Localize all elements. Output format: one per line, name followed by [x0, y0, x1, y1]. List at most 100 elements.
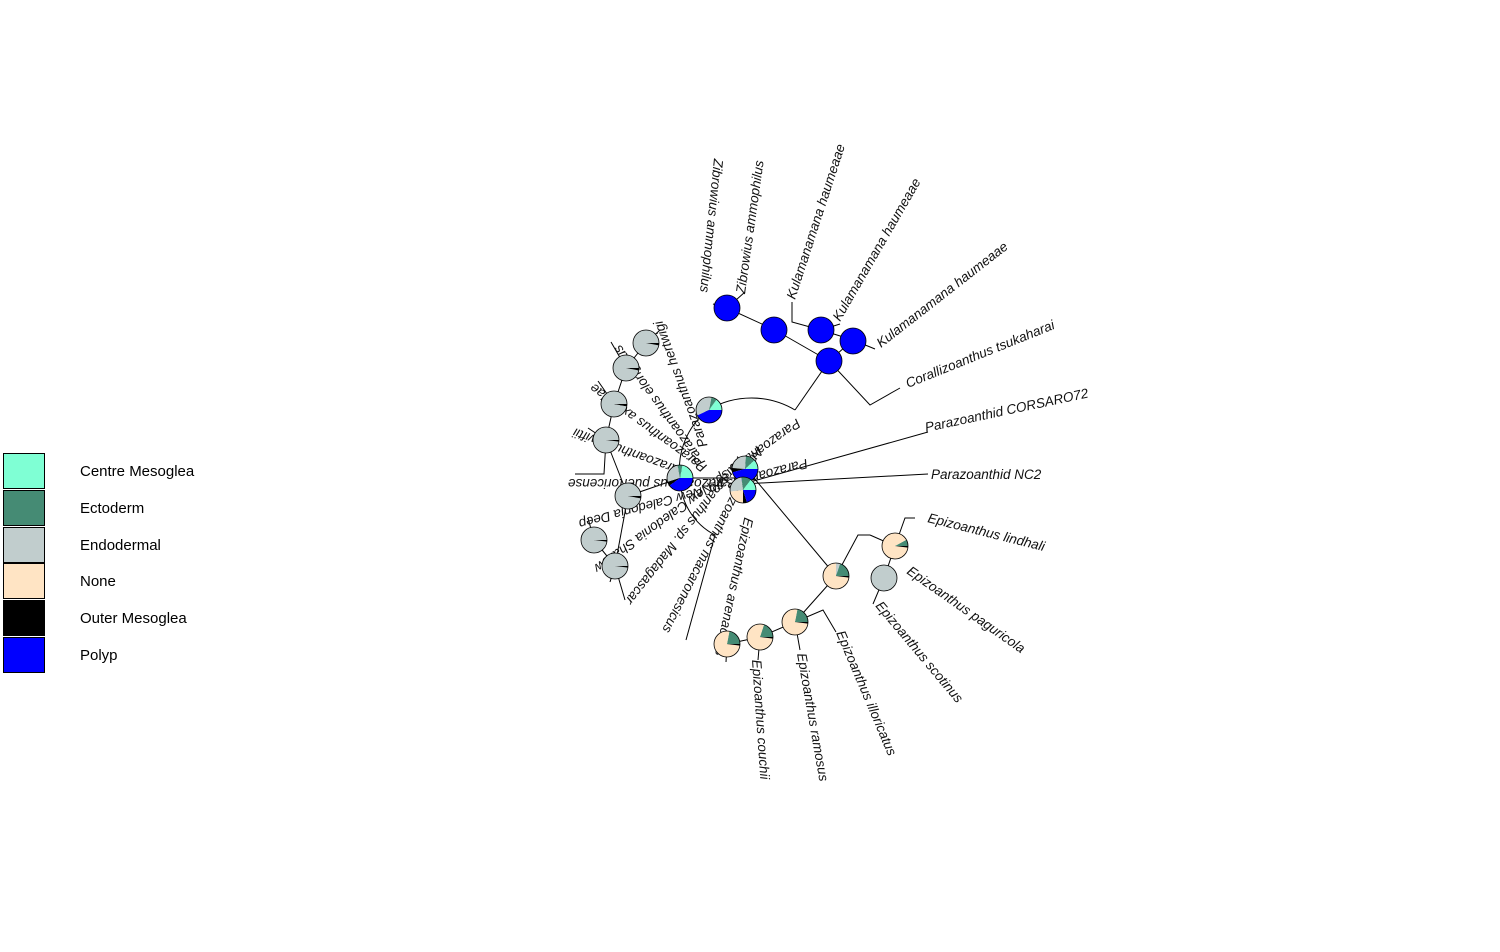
pie-outline: [881, 532, 909, 560]
legend-item-ectoderm: Ectoderm: [3, 489, 263, 527]
node-pie: [713, 630, 741, 658]
tree-branch: [742, 431, 929, 485]
legend-item-outer-mesoglea: Outer Mesoglea: [3, 600, 263, 637]
pie-slice: [593, 426, 619, 453]
node-pie: [822, 562, 850, 590]
tree-branch: [835, 534, 870, 577]
legend-label: Polyp: [80, 646, 118, 664]
tip-label: Epizoanthus ramosus: [794, 652, 831, 783]
node-pie: [760, 316, 788, 344]
pie-outline: [746, 623, 774, 651]
pie-slice: [713, 631, 740, 658]
legend: Centre Mesoglea Ectoderm Endodermal None…: [3, 453, 263, 674]
tip-label: Epizoanthus lindhali: [926, 510, 1047, 554]
pie-slice: [614, 404, 627, 407]
pie-slice: [882, 533, 908, 560]
pie-slice: [680, 465, 693, 478]
pie-slice: [633, 329, 659, 356]
pie-slice: [870, 564, 898, 592]
pie-slice: [815, 347, 843, 375]
pie-slice: [839, 327, 867, 355]
pie-slice: [626, 368, 639, 371]
pie-slice: [743, 490, 756, 503]
node-pie: [870, 564, 898, 592]
pie-outline: [822, 562, 850, 590]
pie-slice: [836, 563, 841, 576]
legend-item-centre-mesoglea: Centre Mesoglea: [3, 453, 263, 490]
pie-slice: [760, 624, 773, 637]
pie-outline: [632, 329, 660, 357]
node-pie: [632, 329, 660, 357]
node-pie: [729, 476, 757, 504]
tip-label: Parazoanthid CORSARO72: [924, 386, 1091, 435]
legend-item-endodermal: Endodermal: [3, 526, 263, 564]
pie-slice: [895, 539, 908, 546]
pie-slice: [628, 496, 641, 499]
legend-label: Ectoderm: [80, 499, 145, 517]
pie-slice: [741, 477, 751, 490]
pie-slice: [782, 609, 808, 636]
pie-outline: [612, 354, 640, 382]
pie-outline: [600, 390, 628, 418]
node-pie: [695, 396, 723, 424]
pie-outline: [601, 552, 629, 580]
pie-slice: [795, 622, 808, 624]
pie-slice: [836, 563, 849, 576]
node-pie: [614, 482, 642, 510]
tip-label: Kulamanamana haumeaae: [784, 142, 848, 301]
pie-outline: [580, 526, 608, 554]
pie-slice: [743, 490, 748, 504]
pie-slice: [730, 477, 743, 492]
pie-slice: [732, 456, 746, 469]
tree-branch: [869, 517, 915, 547]
node-pie: [815, 347, 843, 375]
node-pie: [612, 354, 640, 382]
pie-slice: [667, 478, 680, 486]
node-pie: [713, 294, 741, 322]
pie-slice: [713, 294, 741, 322]
pie-slice: [745, 460, 758, 469]
tip-label: Zibrowius ammophilus: [697, 157, 726, 293]
node-pie: [600, 390, 628, 418]
pie-slice: [836, 576, 849, 578]
tip-label: Epizoanthus couchii: [749, 659, 772, 781]
pie-slice: [669, 478, 693, 492]
pie-slice: [646, 343, 659, 346]
node-pie: [807, 316, 835, 344]
node-pie: [601, 552, 629, 580]
pie-slice: [745, 456, 755, 469]
pie-slice: [727, 631, 740, 644]
pie-slice: [615, 482, 641, 509]
pie-slice: [615, 566, 628, 568]
pie-outline: [614, 482, 642, 510]
legend-item-none: None: [3, 563, 263, 600]
legend-label: Outer Mesoglea: [80, 610, 187, 628]
pie-slice: [677, 465, 683, 478]
node-pie: [592, 426, 620, 454]
pie-slice: [807, 316, 835, 344]
node-pie: [781, 608, 809, 636]
pie-slice: [613, 355, 639, 382]
tip-label: Epizoanthus illoricatus: [833, 628, 899, 758]
tree-branch: [828, 360, 901, 406]
pie-slice: [760, 316, 788, 344]
pie-slice: [760, 637, 773, 639]
tip-label: Parazoanthid NC2: [931, 467, 1042, 482]
node-pie: [666, 464, 694, 492]
pie-slice: [696, 397, 712, 416]
pie-slice: [747, 624, 773, 651]
legend-item-polyp: Polyp: [3, 636, 263, 674]
legend-swatch: [3, 453, 45, 489]
pie-slice: [730, 490, 743, 503]
tip-label: Epizoanthus scotinus: [873, 598, 967, 706]
pie-outline: [695, 396, 723, 424]
legend-swatch: [3, 636, 45, 673]
pie-slice: [732, 468, 745, 473]
legend-swatch: [3, 600, 45, 637]
pie-slice: [581, 526, 607, 553]
tip-label: Kulamanamana haumeaae: [830, 176, 924, 324]
pie-outline: [666, 464, 694, 492]
pie-outline: [729, 476, 757, 504]
legend-label: None: [80, 573, 116, 591]
